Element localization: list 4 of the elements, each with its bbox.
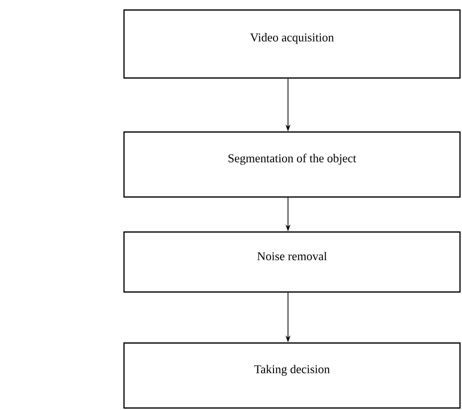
process-box: Video acquisition [123, 9, 461, 79]
process-box: Segmentation of the object [123, 131, 461, 198]
process-box: Taking decision [123, 342, 461, 409]
process-box: Noise removal [123, 231, 461, 293]
